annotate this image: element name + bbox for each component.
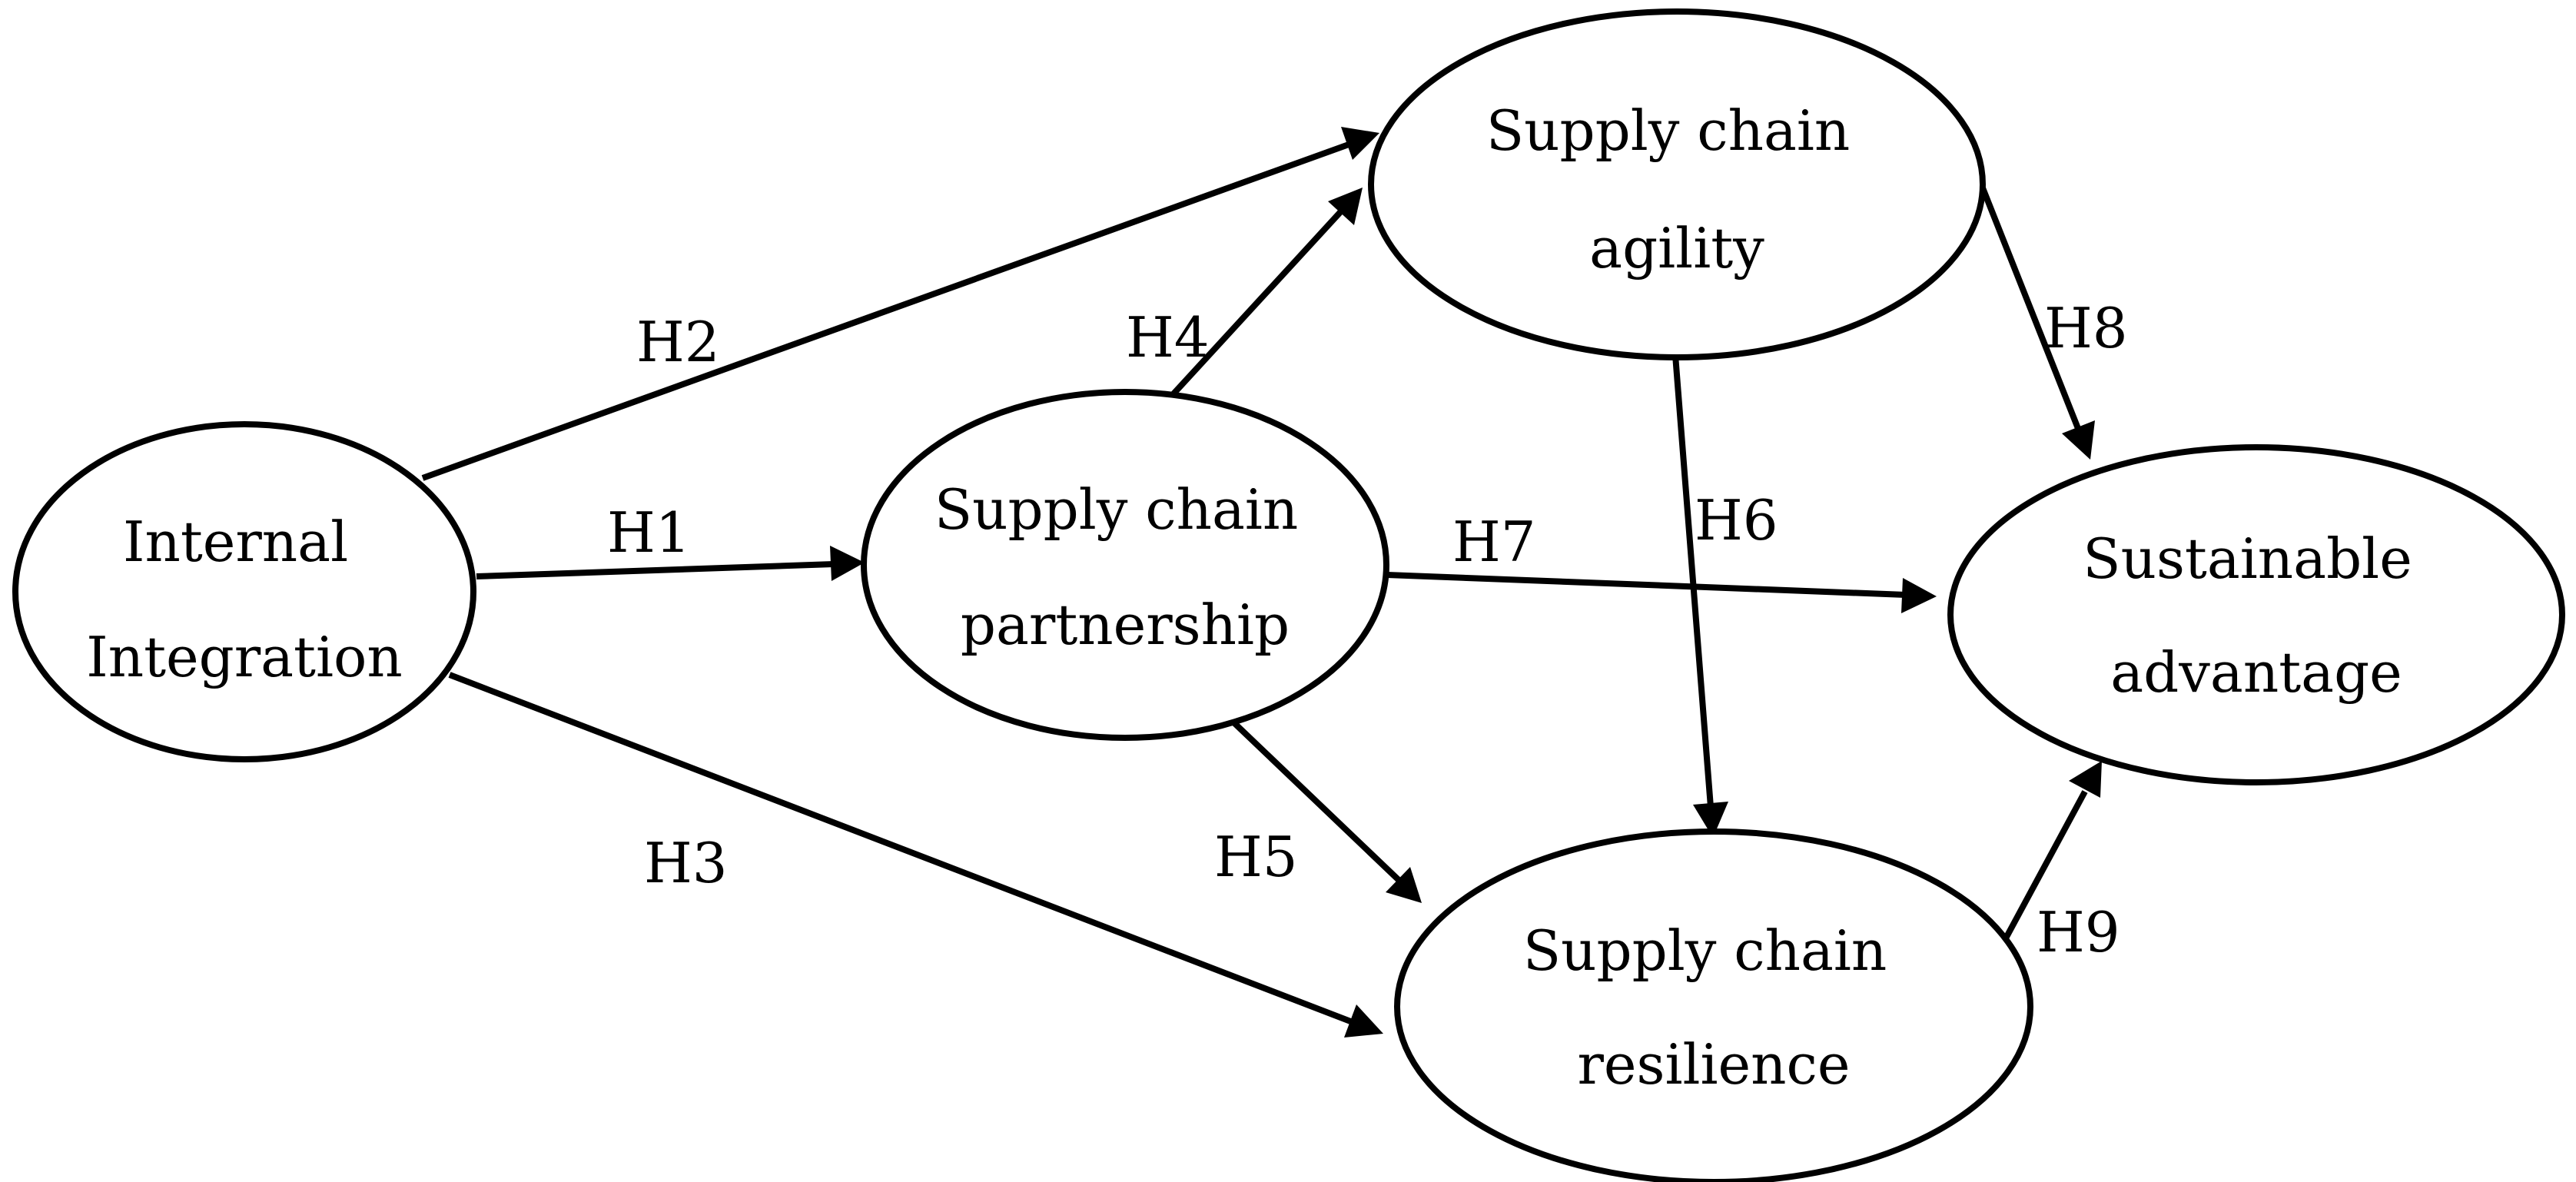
edge-h5-arrowhead	[1386, 867, 1422, 903]
node-sustainable-advantage-line-1: Sustainable	[2083, 526, 2412, 591]
edge-h8-arrowhead	[2062, 420, 2095, 460]
node-supply-chain-agility: Supply chain agility	[1368, 8, 1986, 360]
node-sustainable-advantage-shape	[1947, 444, 2565, 785]
node-supply-chain-agility-shape	[1368, 8, 1986, 360]
edge-h2-line	[421, 141, 1350, 481]
node-supply-chain-partnership-line-2: partnership	[961, 593, 1290, 657]
node-internal-integration-line-2: Integration	[86, 625, 402, 689]
node-supply-chain-partnership-line-1: Supply chain	[934, 477, 1298, 542]
node-internal-integration-label: Internal Integration	[86, 510, 402, 689]
edge-h6-arrowhead	[1693, 802, 1728, 838]
node-sustainable-advantage-label: Sustainable advantage	[2083, 526, 2429, 705]
node-supply-chain-resilience: Supply chain resilience	[1394, 828, 2033, 1182]
node-supply-chain-partnership-shape	[861, 389, 1389, 741]
edge-label-h2: H2	[636, 310, 720, 374]
node-internal-integration-shape	[12, 421, 476, 762]
node-supply-chain-agility-line-2: agility	[1589, 216, 1764, 281]
edge-h8-line	[1976, 177, 2082, 432]
node-supply-chain-partnership: Supply chain partnership	[861, 389, 1389, 741]
node-sustainable-advantage-line-2: advantage	[2110, 640, 2402, 705]
edge-label-h7: H7	[1452, 510, 1536, 574]
edge-h7-arrowhead	[1901, 578, 1937, 613]
node-supply-chain-agility-line-1: Supply chain	[1486, 98, 1850, 163]
edge-label-h6: H6	[1695, 488, 1778, 553]
edge-label-h3: H3	[644, 831, 728, 895]
edge-h7-line	[1386, 572, 1907, 598]
node-internal-integration-line-1: Internal	[123, 510, 348, 574]
edge-labels: H1 H2 H3 H4 H5 H6 H7 H8 H9	[607, 296, 2128, 965]
edge-h9-arrowhead	[2069, 761, 2102, 798]
edge-h1-line	[476, 561, 835, 579]
node-internal-integration: Internal Integration	[12, 421, 476, 762]
edge-h4-arrowhead	[1328, 188, 1363, 225]
node-sustainable-advantage: Sustainable advantage	[1947, 444, 2565, 785]
node-supply-chain-resilience-line-1: Supply chain	[1523, 918, 1887, 983]
edge-h6-line	[1672, 354, 1714, 808]
edge-h4-line	[1166, 209, 1343, 402]
edge-h3-line	[448, 672, 1354, 1025]
node-supply-chain-resilience-label: Supply chain resilience	[1523, 918, 1904, 1097]
node-supply-chain-agility-label: Supply chain agility	[1486, 98, 1867, 281]
edge-label-h8: H8	[2044, 296, 2128, 360]
edge-label-h4: H4	[1126, 305, 1210, 370]
node-supply-chain-resilience-shape	[1394, 828, 2033, 1182]
edge-label-h9: H9	[2037, 900, 2120, 965]
edge-h3-arrowhead	[1344, 1004, 1383, 1038]
node-supply-chain-resilience-line-2: resilience	[1578, 1032, 1851, 1097]
edge-h1-arrowhead	[830, 546, 865, 581]
edge-h5-line	[1227, 716, 1401, 882]
edge-label-h5: H5	[1214, 825, 1298, 889]
edge-h2-arrowhead	[1341, 127, 1379, 160]
node-supply-chain-partnership-label: Supply chain partnership	[934, 477, 1316, 657]
edge-label-h1: H1	[607, 500, 691, 565]
